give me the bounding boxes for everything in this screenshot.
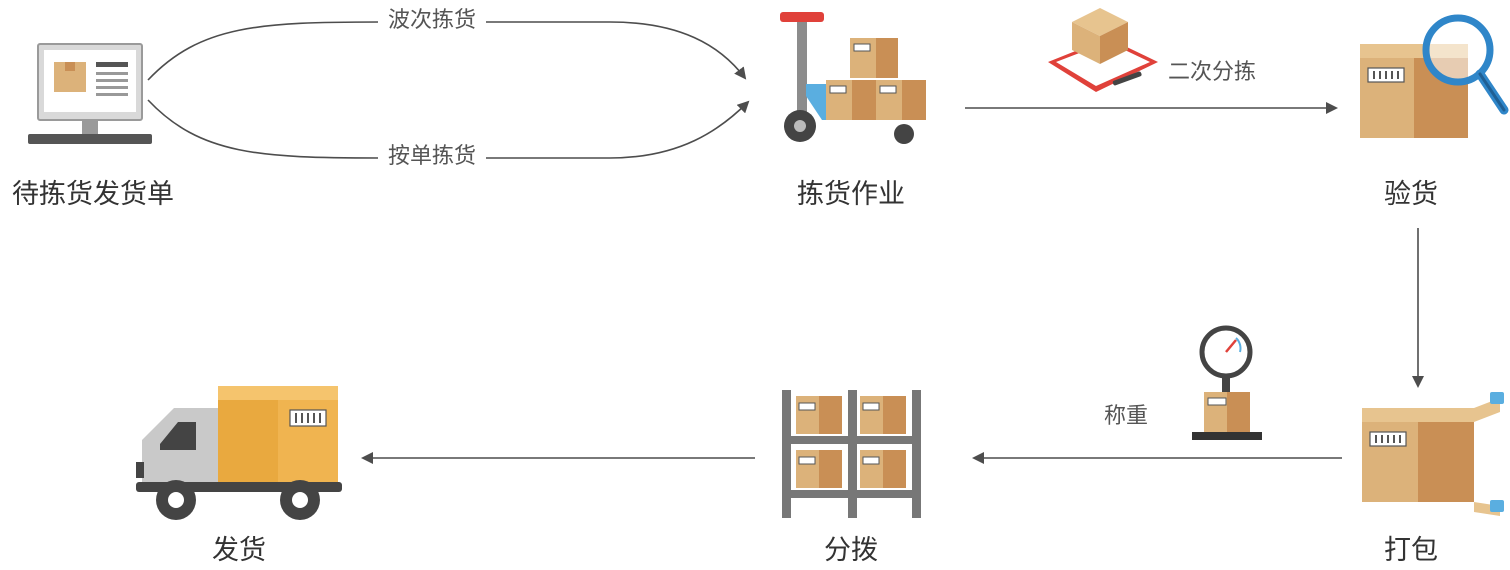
node-label-orders: 待拣货发货单 xyxy=(12,179,174,210)
node-label-ship: 发货 xyxy=(212,535,266,566)
node-label-inspect: 验货 xyxy=(1384,179,1438,210)
edge-label-by-order: 按单拣货 xyxy=(378,144,487,170)
warehouse-shelf-icon xyxy=(782,390,921,518)
magnifier-box-icon xyxy=(1360,14,1509,138)
clipboard-box-icon xyxy=(1048,8,1158,92)
edge-label-secondary-sort: 二次分拣 xyxy=(1158,60,1267,86)
node-label-sort: 分拨 xyxy=(824,535,878,566)
edge-label-wave: 波次拣货 xyxy=(378,8,487,34)
node-label-pack: 打包 xyxy=(1384,535,1438,566)
pallet-jack-icon xyxy=(780,12,926,144)
node-label-picking: 拣货作业 xyxy=(797,179,905,210)
edge-label-weigh: 称重 xyxy=(1094,404,1159,430)
weighing-scale-icon xyxy=(1192,325,1262,440)
computer-monitor-icon xyxy=(28,43,152,144)
delivery-truck-icon xyxy=(136,386,342,520)
packing-box-icon xyxy=(1362,392,1504,516)
